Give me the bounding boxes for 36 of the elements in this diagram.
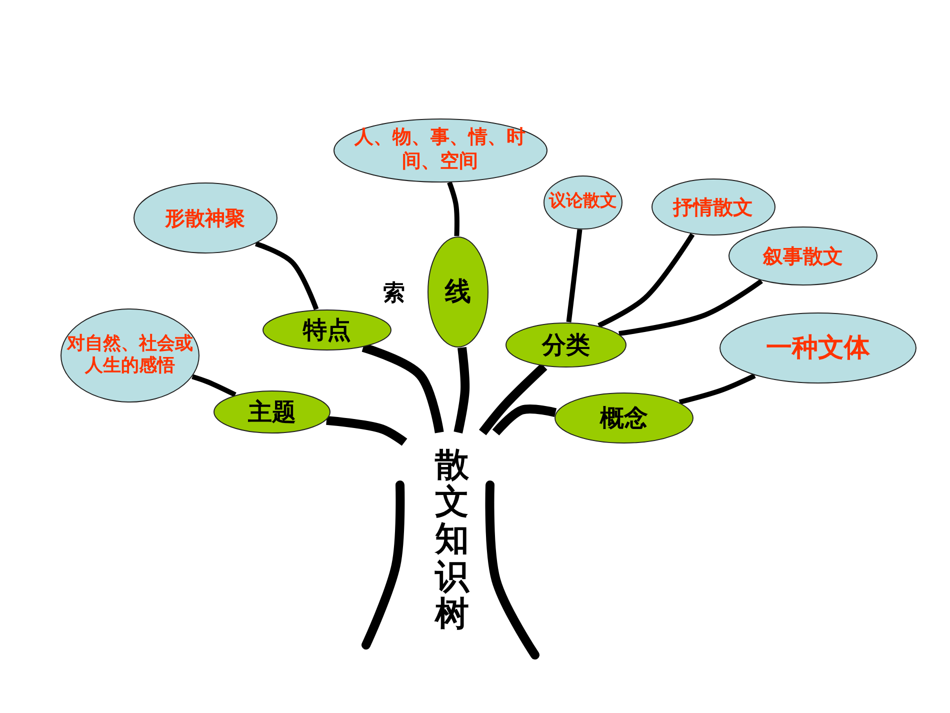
- leaf-ellipse: [728, 226, 878, 286]
- leaf-text: 抒情散文: [673, 194, 753, 220]
- branch-line: [454, 346, 470, 434]
- leaf-ellipse: [132, 182, 278, 254]
- leaf-ellipse: [332, 118, 548, 182]
- leaf-text: 人、物、事、情、时间、空间: [353, 126, 526, 174]
- branch-line: [326, 416, 408, 446]
- branch-label: 索: [383, 280, 405, 308]
- leaf-text: 叙事散文: [763, 244, 843, 268]
- leaf-text: 对自然、社会或人生的感悟: [66, 332, 194, 378]
- leaf-ellipse: [543, 174, 623, 230]
- branch-label: 主题: [248, 397, 296, 427]
- branch-line: [479, 363, 548, 436]
- branch-line: [566, 229, 582, 322]
- branch-line: [618, 278, 763, 336]
- branch-ellipse: [213, 390, 331, 434]
- trunk-title: 散文知识树: [435, 446, 469, 634]
- branch-label: 线: [445, 276, 471, 308]
- leaf-ellipse: [650, 178, 776, 236]
- leaf-text: 一种文体: [766, 332, 870, 364]
- leaf-text: 形散神聚: [165, 206, 245, 230]
- branch-line: [362, 343, 444, 434]
- branch-line: [598, 233, 695, 328]
- branch-line: [447, 182, 460, 236]
- leaf-text: 议论散文: [548, 191, 618, 213]
- branch-line: [192, 374, 236, 398]
- branch-ellipse: [505, 322, 627, 368]
- leaf-ellipse: [60, 308, 200, 402]
- branch-label: 分类: [542, 330, 590, 360]
- branch-line: [255, 241, 319, 310]
- branch-line: [678, 373, 756, 405]
- branch-ellipse: [262, 309, 392, 351]
- branch-label: 特点: [303, 315, 351, 345]
- branch-ellipse: [554, 392, 694, 444]
- leaf-ellipse: [719, 312, 917, 384]
- branch-label: 概念: [600, 403, 648, 433]
